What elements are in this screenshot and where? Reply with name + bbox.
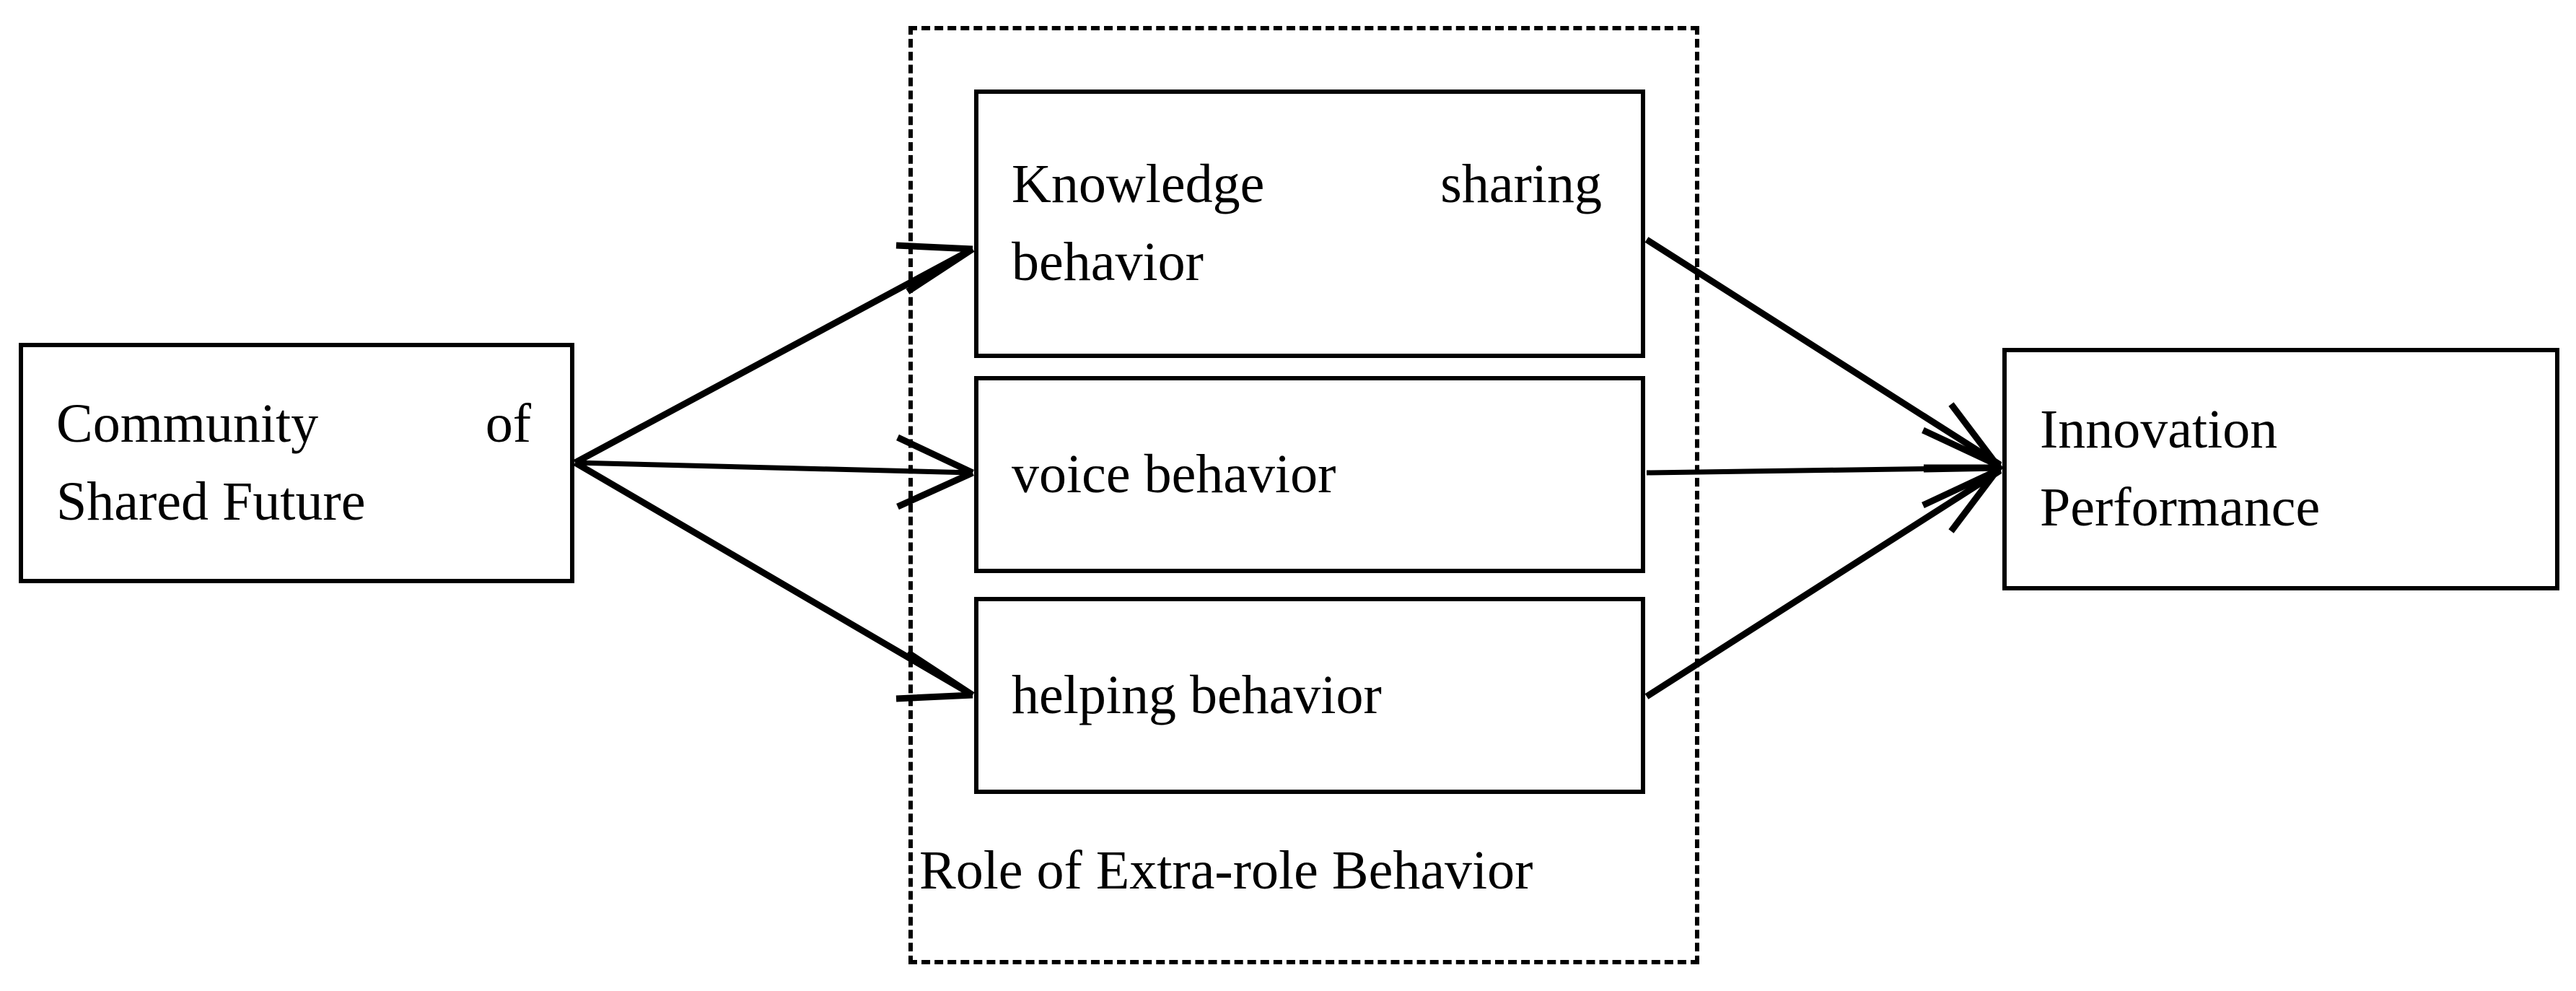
edge-helping-to-innovation	[1644, 468, 2002, 699]
node-knowledge-line-2: behavior	[1012, 232, 1204, 292]
node-voice-label: voice behavior	[1012, 443, 1336, 505]
node-innovation-performance[interactable]: Innovation Performance	[2002, 348, 2559, 590]
arrowhead-innovation-middle	[1923, 464, 2001, 473]
region-caption: Role of Extra-role Behavior	[919, 840, 1533, 901]
arrowhead-innovation-upper	[1922, 427, 2003, 533]
node-helping-label: helping behavior	[1012, 664, 1382, 725]
edge-voice-to-innovation	[1646, 465, 2001, 476]
node-community-of-shared-future[interactable]: Community of Shared Future	[19, 343, 574, 583]
arrowhead-innovation-lower	[1922, 402, 2003, 509]
node-innovation-line-1: Innovation	[2040, 399, 2278, 460]
node-helping-behavior[interactable]: helping behavior	[974, 597, 1645, 794]
node-innovation-line-2: Performance	[2040, 477, 2321, 538]
node-voice-behavior[interactable]: voice behavior	[974, 376, 1645, 573]
node-community-line-2: Shared Future	[56, 471, 366, 532]
node-community-line-1-word-1: Community	[56, 393, 319, 454]
node-community-line-1: Community of	[23, 385, 570, 463]
node-knowledge-line-1-word-2: sharing	[1440, 154, 1602, 215]
edge-knowledge-to-innovation	[1644, 237, 2002, 468]
node-knowledge-line-1: Knowledge sharing	[978, 146, 1641, 224]
node-community-line-1-word-2: of	[485, 393, 531, 454]
node-knowledge-sharing-behavior[interactable]: Knowledge sharing behavior	[974, 90, 1645, 358]
node-knowledge-line-1-word-1: Knowledge	[1012, 154, 1265, 215]
